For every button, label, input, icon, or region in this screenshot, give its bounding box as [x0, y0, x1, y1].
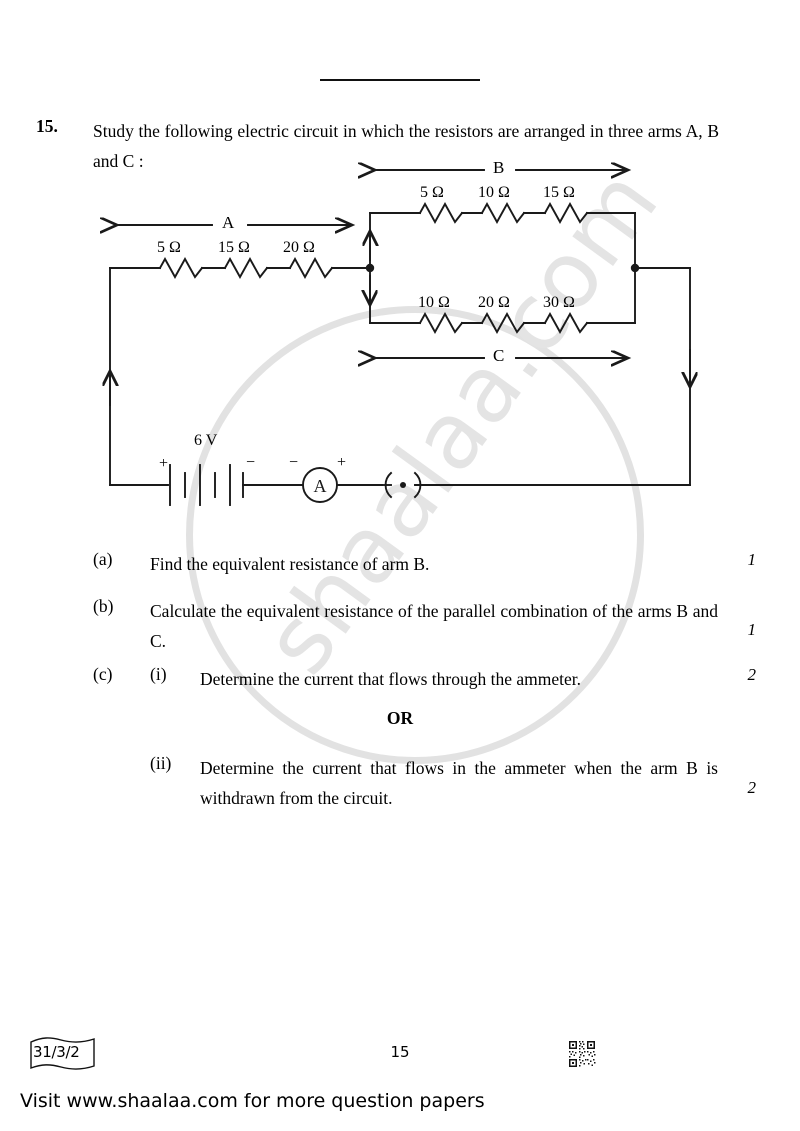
arm-c-resistor-1: 10 Ω	[418, 294, 450, 311]
junction-dot-right	[630, 263, 640, 273]
arm-c-label: C	[493, 346, 505, 365]
arm-b-label: B	[493, 158, 505, 177]
ammeter-symbol: A	[314, 476, 327, 496]
battery-positive-terminal: +	[159, 455, 169, 472]
battery-voltage-label: 6 V	[194, 432, 218, 449]
sub-question-c-ii-roman: (ii)	[150, 753, 172, 773]
sub-question-a-text: Find the equivalent resistance of arm B.	[150, 554, 430, 574]
paper-code-banner	[28, 1036, 98, 1072]
sub-question-b-label: (b)	[93, 596, 114, 616]
ammeter-positive-terminal: +	[337, 454, 347, 471]
sub-question-c-i-text: Determine the current that flows through…	[200, 669, 581, 689]
qr-code-icon	[568, 1040, 596, 1068]
ammeter-negative-terminal: −	[289, 454, 299, 471]
arm-a-resistor-1: 5 Ω	[157, 239, 181, 256]
switch-dot	[400, 482, 406, 488]
top-divider-rule	[320, 79, 480, 81]
junction-dot-left	[365, 263, 375, 273]
arm-a-resistor-2: 15 Ω	[218, 239, 250, 256]
arm-a-resistor-3: 20 Ω	[283, 239, 315, 256]
sub-question-a-label: (a)	[93, 549, 113, 569]
sub-question-c-i-roman: (i)	[150, 664, 167, 684]
sub-question-b-marks: 1	[747, 620, 757, 639]
sub-question-c-ii-marks: 2	[747, 778, 757, 797]
arm-b-resistor-1: 5 Ω	[420, 184, 444, 201]
sub-question-c-i-marks: 2	[747, 665, 757, 684]
arm-b-resistor-2: 10 Ω	[478, 184, 510, 201]
arm-c-resistor-2: 20 Ω	[478, 294, 510, 311]
arm-c-resistor-3: 30 Ω	[543, 294, 575, 311]
paper-code: 31/3/2	[33, 1043, 80, 1061]
arm-a-label: A	[222, 213, 235, 232]
battery-negative-terminal: −	[246, 454, 256, 471]
sub-question-c-ii-text: Determine the current that flows in the …	[200, 758, 718, 808]
visit-footer-text: Visit www.shaalaa.com for more question …	[20, 1090, 485, 1112]
or-separator: OR	[386, 708, 414, 728]
question-stem: Study the following electric circuit in …	[93, 121, 719, 171]
sub-question-b-text: Calculate the equivalent resistance of t…	[150, 601, 718, 651]
arm-b-resistor-3: 15 Ω	[543, 184, 575, 201]
question-number: 15.	[36, 116, 58, 136]
page-number: 15	[390, 1043, 410, 1061]
sub-question-a-marks: 1	[747, 550, 757, 569]
watermark-circle	[186, 306, 644, 764]
circuit-diagram: A A B C 5 Ω 15 Ω 20 Ω 5 Ω 10 Ω 15 Ω 10 Ω…	[0, 155, 800, 515]
sub-question-c-label: (c)	[93, 664, 113, 684]
